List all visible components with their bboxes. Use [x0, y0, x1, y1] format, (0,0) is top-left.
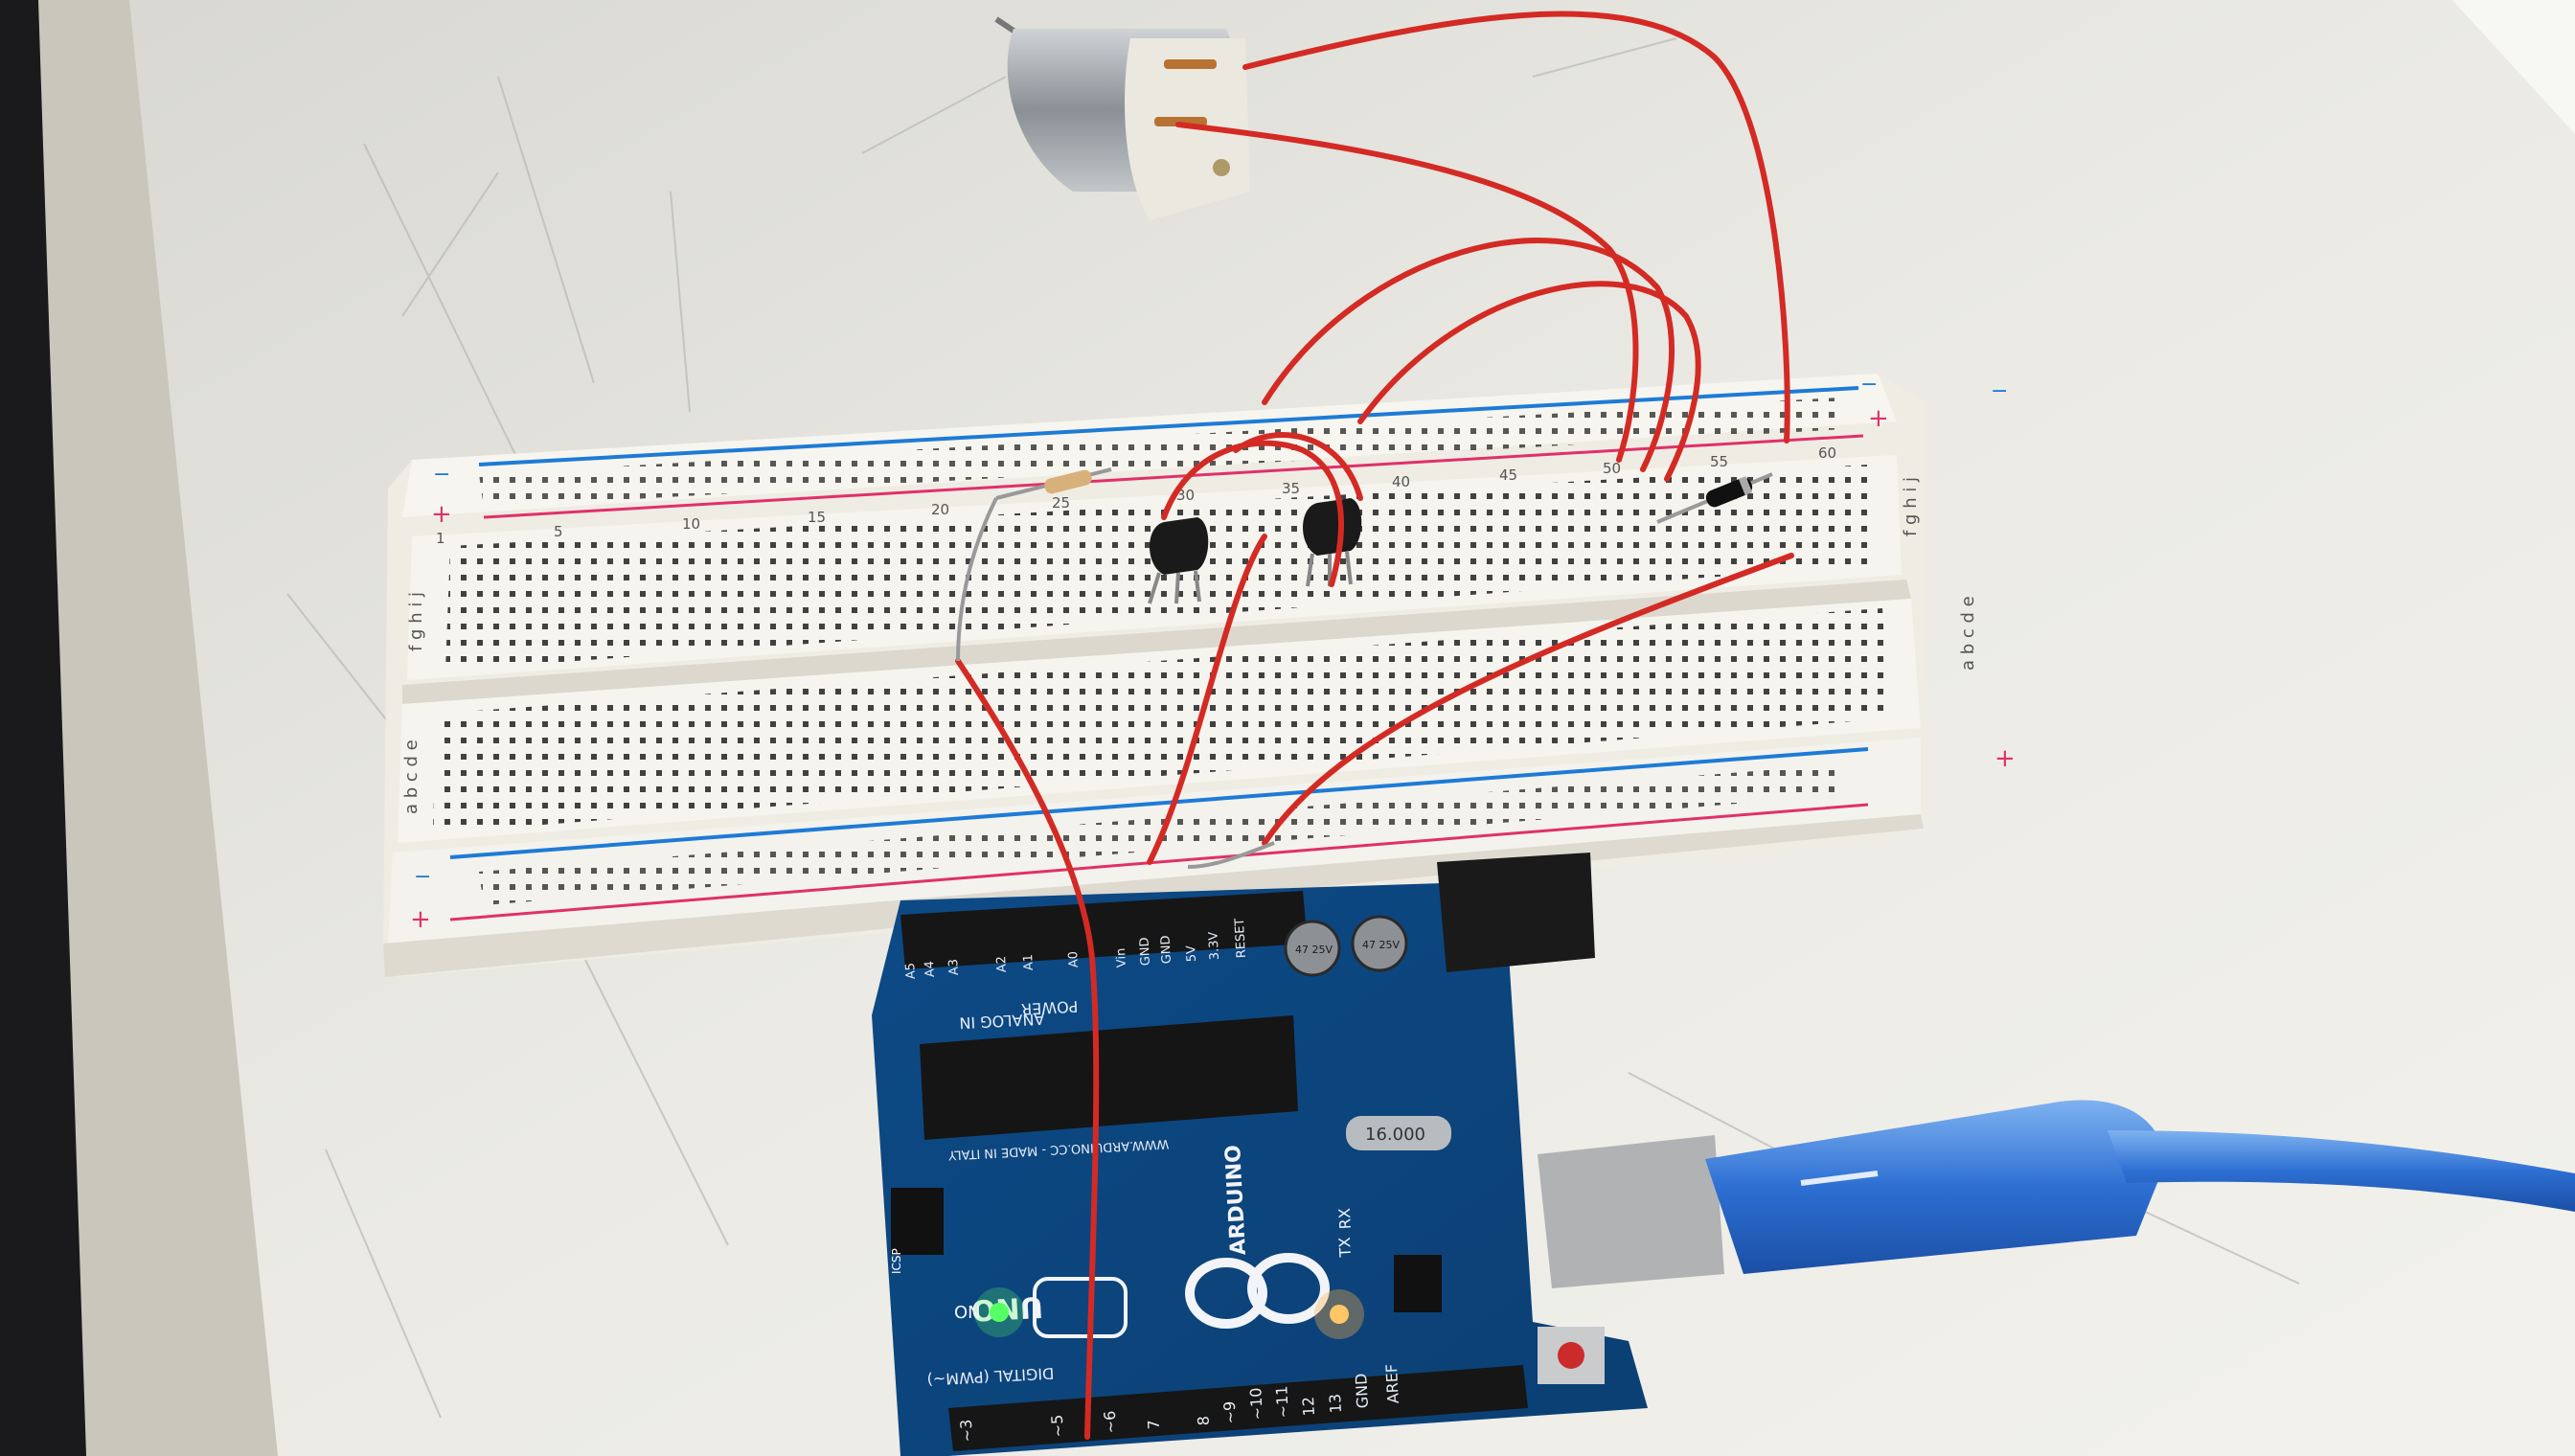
rail-minus-label-bottom: −: [414, 865, 431, 889]
reset-button-cap[interactable]: [1558, 1342, 1584, 1369]
col-num: 5: [554, 523, 563, 540]
analog-pin-label: A0: [1066, 951, 1082, 968]
digital-pin-label: AREF: [1382, 1363, 1402, 1403]
arduino-brand-label: ARDUINO: [1221, 1144, 1251, 1256]
col-num: 1: [436, 530, 445, 547]
power-pin-label: GND: [1137, 937, 1153, 967]
col-num: 15: [808, 509, 826, 526]
icsp2-header: [1394, 1255, 1442, 1312]
analog-pin-label: A1: [1021, 954, 1037, 971]
power-pin-label: GND: [1158, 935, 1174, 965]
digital-pin-label: ~6: [1101, 1410, 1120, 1434]
capacitor: [1284, 920, 1341, 977]
red-wires: [955, 11, 1794, 1440]
rail-line-blue-bottom: [449, 747, 1869, 859]
rail-minus-label-far-right: −: [1991, 379, 2008, 403]
wire-arduino-3: [1262, 553, 1794, 846]
icsp-header: [891, 1188, 944, 1255]
on-led-label: ON: [954, 1303, 981, 1323]
col-num: 25: [1052, 494, 1070, 512]
digital-pin-label: 12: [1299, 1396, 1318, 1416]
col-num: 55: [1710, 453, 1728, 470]
digital-pin-label: ~11: [1272, 1385, 1292, 1419]
wire-motor-b: [1175, 122, 1639, 463]
power-jack: [1437, 853, 1595, 972]
diode: [1656, 472, 1773, 524]
row-letters-bottom: a b c d e: [401, 739, 422, 814]
wire-top-jumper: [1233, 432, 1363, 501]
rail-line-red-top: [483, 434, 1864, 519]
analog-pin-label: A5: [903, 963, 919, 980]
wire-arduino-1: [955, 658, 1100, 1440]
rail-plus-label-lower-right: +: [1994, 744, 2016, 773]
digital-pin-label: 8: [1194, 1416, 1213, 1426]
wire-loop-2: [1357, 281, 1701, 482]
digital-header: [948, 1365, 1528, 1451]
analog-pin-label: A2: [994, 956, 1010, 973]
analog-pin-label: A3: [946, 959, 962, 976]
col-num: 40: [1392, 473, 1410, 490]
col-num: 50: [1603, 460, 1621, 477]
col-num: 30: [1176, 487, 1195, 504]
icsp-label: ICSP: [890, 1248, 903, 1274]
on-led: [990, 1303, 1009, 1322]
rail-line-red-bottom: [449, 803, 1869, 921]
col-num: 35: [1282, 480, 1300, 497]
analog-pin-label: A4: [923, 961, 938, 978]
rail-plus-label-bottom: +: [410, 905, 431, 934]
digital-pin-label: 7: [1144, 1420, 1163, 1430]
digital-pin-label: GND: [1352, 1373, 1372, 1409]
wire-transistor-bridge: [1161, 440, 1344, 587]
floor-shadow: [0, 0, 86, 1456]
transistor-left: [1148, 517, 1209, 604]
rail-plus-label-right: +: [1868, 404, 1889, 433]
wire-motor-a: [1242, 11, 1790, 444]
row-letters-top: f g h i j: [406, 592, 426, 651]
col-num: 60: [1818, 444, 1836, 462]
arduino-logo: ARDUINO: [1185, 1144, 1330, 1329]
power-pin-label: 5V: [1184, 945, 1199, 963]
col-num: 10: [682, 515, 700, 533]
crystal-oscillator: [1346, 1116, 1451, 1150]
microcontroller-chip: [920, 1015, 1298, 1140]
usb-cable: [1705, 1100, 2575, 1274]
power-pin-label: RESET: [1233, 918, 1249, 958]
digital-pin-label: ~10: [1246, 1387, 1266, 1421]
wire-loop-1: [1262, 238, 1675, 472]
row-letters-top-right: f g h i j: [1901, 477, 1921, 536]
rail-plus-label-top: +: [431, 500, 452, 529]
rail-line-blue-top: [478, 386, 1859, 466]
power-pin-label: 3.3V: [1206, 931, 1222, 960]
digital-pin-label: ~9: [1220, 1400, 1240, 1424]
rx-led-label: RX: [1335, 1208, 1355, 1230]
resistor: [995, 467, 1112, 500]
dc-motor: [994, 16, 1250, 220]
power-header-label: POWER: [1021, 997, 1079, 1018]
power-pin-label: Vin: [1114, 947, 1129, 967]
crystal-label: 16.000: [1365, 1125, 1425, 1145]
capacitor: [1351, 915, 1408, 972]
tx-led-label: TX: [1335, 1237, 1355, 1259]
top-header: [900, 891, 1308, 969]
arduino-uno-board: 47 25V 47 25V 16.000 ICSP POWER ANALOG I…: [872, 853, 1724, 1456]
col-num: 20: [931, 501, 949, 518]
capacitor-label: 47 25V: [1295, 944, 1333, 956]
capacitor-label: 47 25V: [1362, 939, 1400, 951]
wire-arduino-2: [1147, 534, 1267, 865]
col-num: 45: [1499, 466, 1517, 484]
analog-header-label: ANALOG IN: [959, 1010, 1045, 1033]
digital-pin-label: ~3: [957, 1419, 976, 1443]
digital-pin-label: 13: [1326, 1393, 1345, 1413]
uno-badge: [1033, 1277, 1128, 1338]
l-led: [1330, 1305, 1349, 1324]
rail-minus-label-right: −: [1860, 373, 1878, 397]
rail-minus-label-top: −: [433, 463, 450, 487]
digital-pin-label: ~5: [1048, 1414, 1067, 1438]
row-letters-bottom-right: a b c d e: [1958, 596, 1978, 671]
usb-port: [1538, 1135, 1724, 1288]
